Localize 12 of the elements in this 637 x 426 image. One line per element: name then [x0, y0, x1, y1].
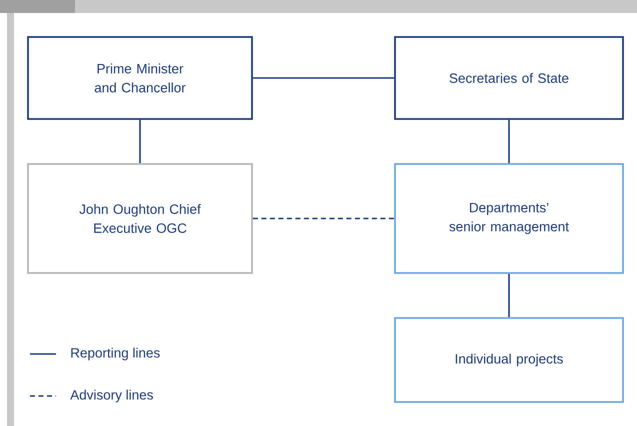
org-box: John Oughton Chief Executive OGC — [27, 163, 253, 274]
org-box: Secretaries of State — [394, 36, 624, 120]
connector-line — [252, 218, 394, 220]
legend-label: Advisory lines — [70, 390, 153, 402]
connector-line — [508, 120, 510, 164]
connector-line — [139, 120, 141, 164]
org-box: Departments’ senior management — [394, 163, 624, 274]
org-box: Prime Minister and Chancellor — [27, 36, 253, 120]
legend-label: Reporting lines — [71, 348, 160, 360]
connector-line — [252, 77, 394, 79]
connector-line — [508, 274, 510, 318]
org-box: Individual projects — [394, 317, 624, 403]
